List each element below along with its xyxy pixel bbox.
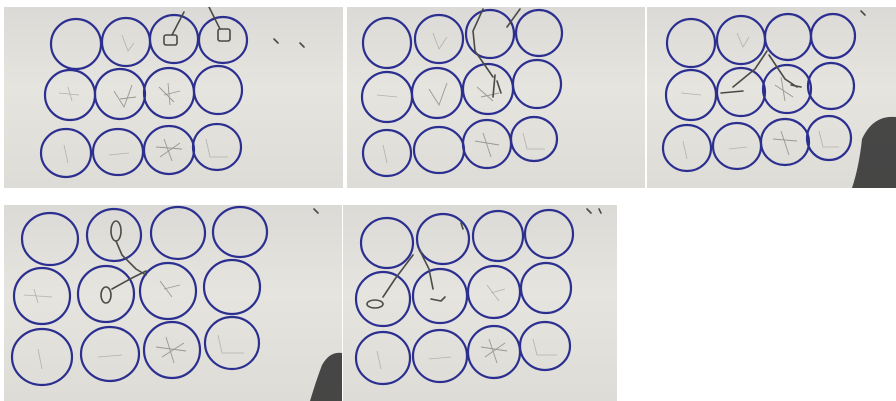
ring-row-2 <box>356 263 571 326</box>
photo-panel-5 <box>343 205 617 401</box>
circle-grid-drawing <box>343 205 617 401</box>
ring-row-1 <box>363 10 562 68</box>
hand-shadow <box>310 353 342 401</box>
photo-panel-3 <box>647 7 896 188</box>
circle-grid-drawing <box>4 7 343 188</box>
photo-panel-2 <box>347 7 645 188</box>
ring-row-3 <box>41 124 241 177</box>
ring-row-3 <box>356 322 570 384</box>
ring-row-3 <box>363 117 557 176</box>
ring-row-2 <box>362 60 561 122</box>
photo-panel-1 <box>4 7 343 188</box>
ring-row-3 <box>663 116 851 171</box>
circle-grid-drawing <box>647 7 896 188</box>
ring-row-2 <box>45 66 242 120</box>
circle-grid-drawing <box>347 7 645 188</box>
ink-path <box>164 7 304 47</box>
ring-row-1 <box>22 207 267 265</box>
circle-grid-drawing <box>4 205 342 401</box>
hand-shadow <box>852 117 896 188</box>
ink-path <box>721 11 865 93</box>
ring-row-2 <box>666 63 854 120</box>
ring-row-1 <box>361 210 573 268</box>
photo-panel-4 <box>4 205 342 401</box>
